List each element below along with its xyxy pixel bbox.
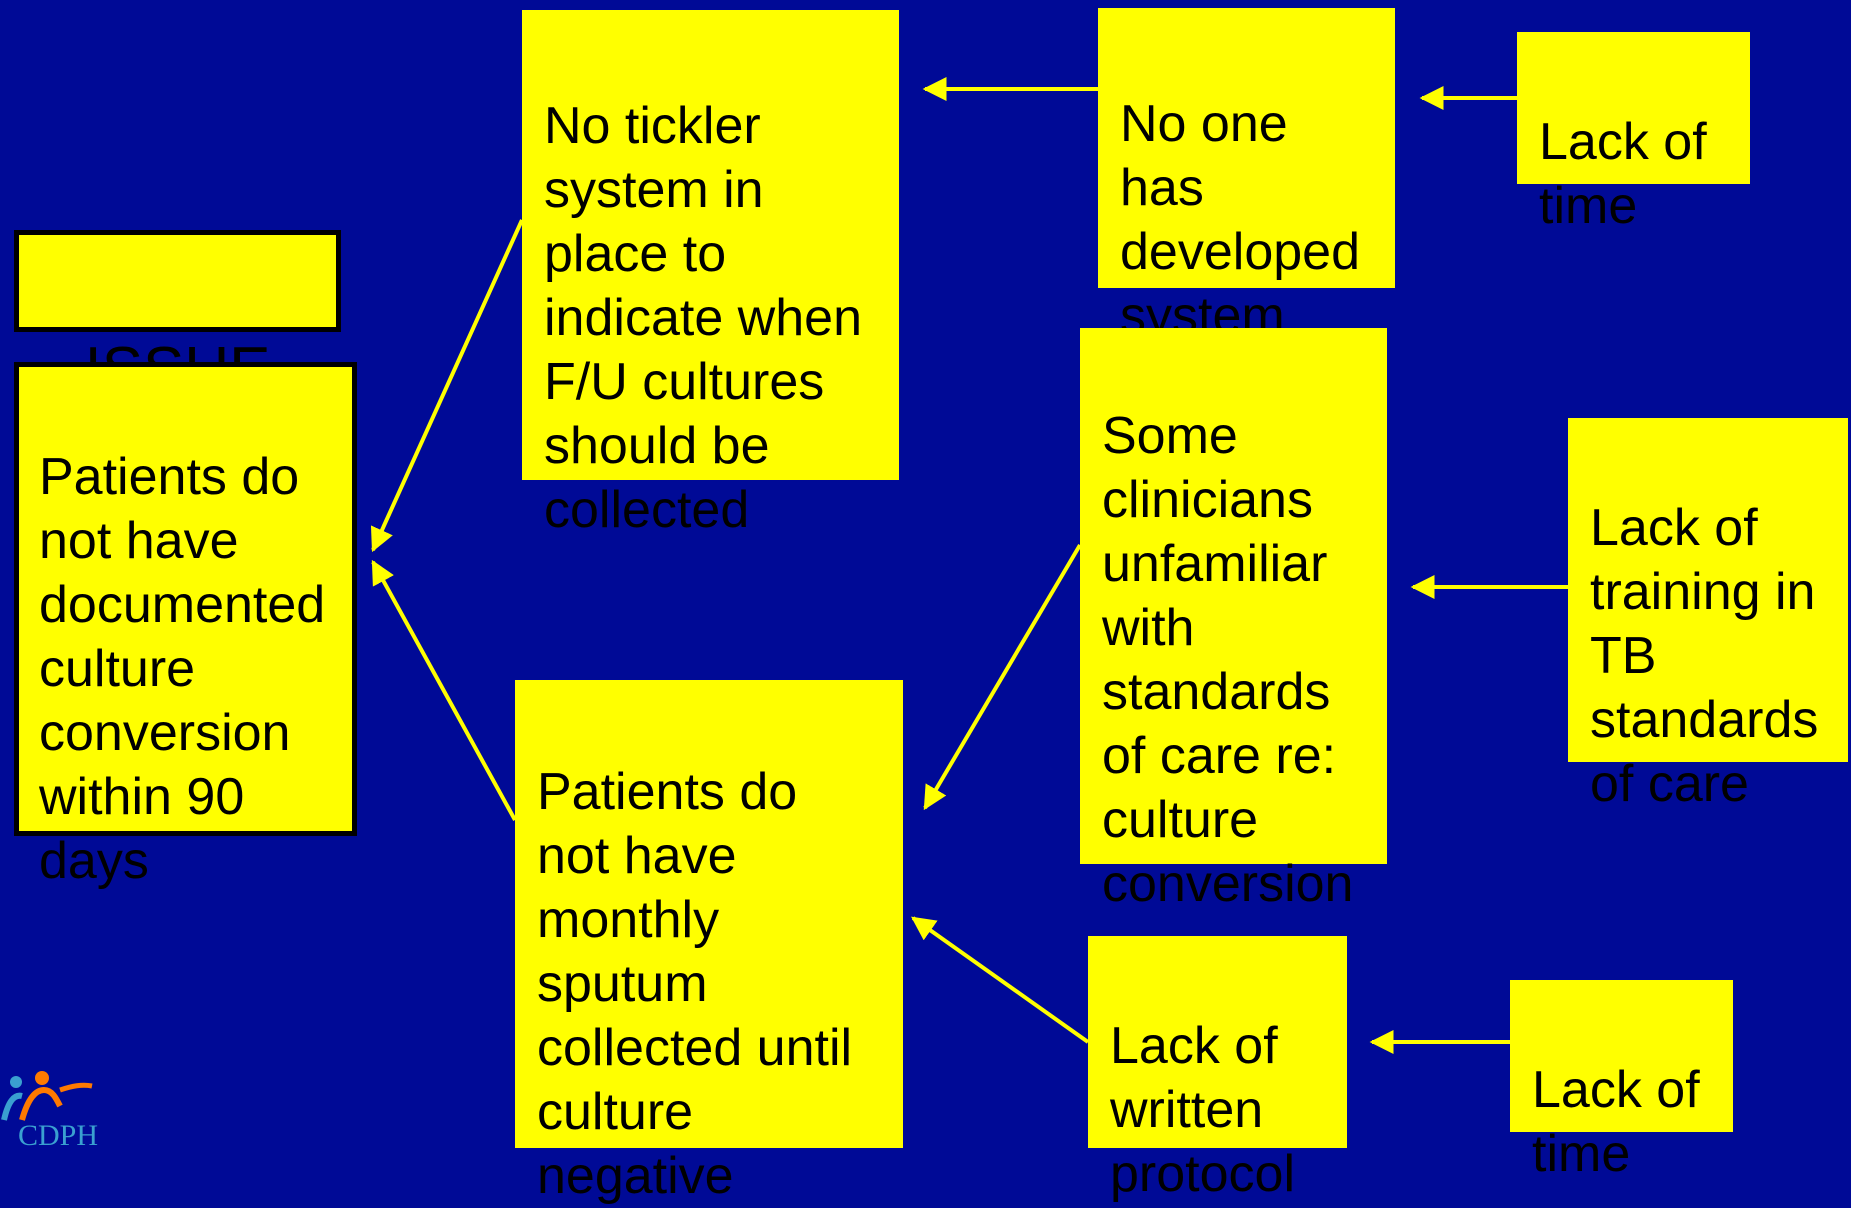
cause-no-one-developed-text: No one has developed system xyxy=(1120,95,1360,345)
arrow-protocol-to-sputum xyxy=(911,916,1090,1044)
cdph-logo: CDPH xyxy=(0,1050,115,1152)
root-lack-of-training-box: Lack of training in TB standards of care xyxy=(1568,418,1848,813)
cause-written-protocol-text: Lack of written protocol xyxy=(1110,1017,1295,1203)
issue-label-box: ISSUE xyxy=(14,230,341,404)
cause-clinicians-unfamiliar-text: Some clinicians unfamiliar with standard… xyxy=(1102,407,1354,913)
root-lack-of-time-2-text: Lack of time xyxy=(1532,1061,1700,1183)
cause-no-one-developed-box: No one has developed system xyxy=(1098,8,1395,345)
cause-monthly-sputum-text: Patients do not have monthly sputum coll… xyxy=(537,763,853,1205)
root-lack-of-time-2-box: Lack of time xyxy=(1510,980,1733,1183)
issue-box: Patients do not have documented culture … xyxy=(14,362,357,890)
issue-text: Patients do not have documented culture … xyxy=(39,448,326,890)
root-lack-of-time-1-box: Lack of time xyxy=(1517,32,1750,235)
cdph-logo-text: CDPH xyxy=(18,1119,98,1148)
cause-tickler-text: No tickler system in place to indicate w… xyxy=(544,97,862,539)
cause-monthly-sputum-box: Patients do not have monthly sputum coll… xyxy=(515,680,903,1205)
arrows-layer xyxy=(370,77,1568,1054)
arrow-tickler-to-issue xyxy=(370,219,524,553)
cause-written-protocol-box: Lack of written protocol xyxy=(1088,936,1347,1203)
cause-tickler-box: No tickler system in place to indicate w… xyxy=(522,10,899,539)
root-lack-of-time-1-text: Lack of time xyxy=(1539,113,1707,235)
root-lack-of-training-text: Lack of training in TB standards of care xyxy=(1590,499,1819,813)
cause-clinicians-unfamiliar-box: Some clinicians unfamiliar with standard… xyxy=(1080,328,1387,913)
arrow-clinicians-to-sputum xyxy=(923,543,1082,811)
arrow-sputum-to-issue xyxy=(371,559,517,821)
